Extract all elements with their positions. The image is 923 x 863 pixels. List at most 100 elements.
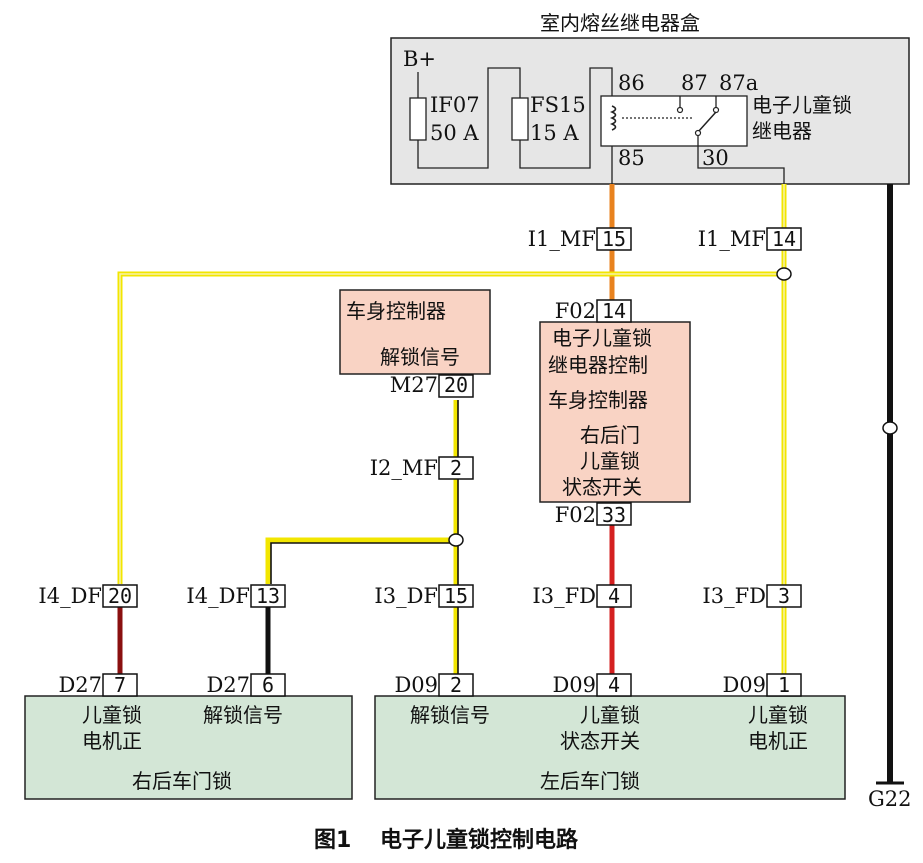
pin-30-label: 30 [702,146,729,170]
relay-30-wire [697,136,785,184]
relay-30-terminal [694,129,702,137]
pin-box [438,374,474,398]
conn-i2-name: I2_MF [370,456,438,480]
bcm-big-line4: 右后门 [580,423,640,447]
bcm-big-line3: 车身控制器 [548,388,648,412]
conn-m27-pin: 20 [444,373,468,397]
conn-i3fdb-name: I3_FD [702,584,766,608]
relay-box-title: 室内熔丝继电器盒 [540,11,700,35]
conn-d09b-pin: 4 [608,673,620,697]
conn-i4b-pin: 13 [256,584,280,608]
pin-box [438,673,474,697]
bcm-big-line6: 状态开关 [562,475,642,499]
conn-i1-left-pin: 15 [602,227,626,251]
lr-title: 左后车门锁 [540,769,640,793]
figure-number: 图1 [314,828,351,853]
conn-d09a-name: D09 [394,673,438,697]
conn-f02-top-pin: 14 [602,299,626,323]
fuse-fs15 [511,97,529,141]
splice-unlock [448,533,464,547]
pin-box [102,584,138,608]
splice-ground [882,421,898,435]
pin-box [102,673,138,697]
conn-d27b-pin: 6 [262,673,274,697]
fuse1-name: IF07 [430,93,480,117]
pin-85-label: 85 [618,146,645,170]
conn-i4a-pin: 20 [108,584,132,608]
pin-box [766,584,802,608]
conn-i1-left-name: I1_MF [528,227,596,251]
conn-d27a-pin: 7 [114,673,126,697]
conn-i3fda-pin: 4 [608,584,620,608]
conn-i3fda-name: I3_FD [532,584,596,608]
conn-i3df-pin: 15 [444,584,468,608]
pin-box [438,456,474,480]
conn-i3fdb-pin: 3 [778,584,790,608]
bcm-big-line1: 电子儿童锁 [552,326,652,350]
relay-body [600,95,748,147]
pin-box [596,584,632,608]
conn-d09c-pin: 1 [778,673,790,697]
fuse2-rating: 15 A [530,121,579,145]
left-rear-lock-module [374,695,846,800]
conn-d09b-name: D09 [552,673,596,697]
rr-func1-line1: 儿童锁 [82,703,142,727]
wire-unlock-branch [265,537,456,584]
pin-box [596,227,632,251]
pin-box [596,502,632,526]
conn-i4b-name: I4_DF [186,584,250,608]
bcm-small-module [339,289,491,375]
fuse2-name: FS15 [530,93,586,117]
relay-87-terminal [676,106,684,114]
ground-label: G22 [868,787,912,811]
right-rear-lock-module [24,695,353,800]
conn-i4a-name: I4_DF [38,584,102,608]
conn-d27a-name: D27 [58,673,102,697]
pin-box [596,299,632,323]
conn-f02-bot-name: F02 [555,503,596,527]
bcm-big-line5: 儿童锁 [580,449,640,473]
rr-func1-line2: 电机正 [82,729,142,753]
pin-87-label: 87 [681,71,708,95]
pin-box [250,673,286,697]
pin-box [766,227,802,251]
lr-func2-line1: 儿童锁 [580,703,640,727]
relay-name-line1: 电子儿童锁 [752,93,852,117]
pin-86-label: 86 [618,71,645,95]
conn-d27b-name: D27 [206,673,250,697]
conn-m27-name: M27 [390,373,438,397]
supply-label: B+ [403,47,436,71]
rr-func2: 解锁信号 [203,703,283,727]
splice-top-right [776,267,792,281]
lr-func3-line1: 儿童锁 [748,703,808,727]
bcm-small-signal: 解锁信号 [380,345,460,369]
conn-d09c-name: D09 [722,673,766,697]
bcm-big-line2: 继电器控制 [548,353,648,377]
figure-caption: 电子儿童锁控制电路 [380,827,579,853]
lr-func1: 解锁信号 [410,703,490,727]
fuse-if07 [409,97,427,141]
lr-func2-line2: 状态开关 [560,729,640,753]
relay-name-line2: 继电器 [752,119,812,143]
lr-func3-line2: 电机正 [748,729,808,753]
relay-switch-arm [697,111,717,133]
pin-87a-label: 87a [719,71,758,95]
relay-87a-terminal [712,106,720,114]
wire-unlock-branch-stripe [270,542,456,584]
conn-i1-right-pin: 14 [772,227,796,251]
pin-box [766,673,802,697]
pin-box [596,673,632,697]
pin-box [438,584,474,608]
bcm-big-module [539,321,691,503]
pin-box [250,584,286,608]
rr-title: 右后车门锁 [132,769,232,793]
conn-f02-top-name: F02 [555,299,596,323]
wire-yellow-top-edge [119,273,784,584]
relay-coil-icon [609,105,617,131]
conn-i3df-name: I3_DF [374,584,438,608]
conn-f02-bot-pin: 33 [602,503,626,527]
conn-i1-right-name: I1_MF [698,227,766,251]
fuse1-rating: 50 A [430,121,479,145]
conn-i2-pin: 2 [450,456,462,480]
